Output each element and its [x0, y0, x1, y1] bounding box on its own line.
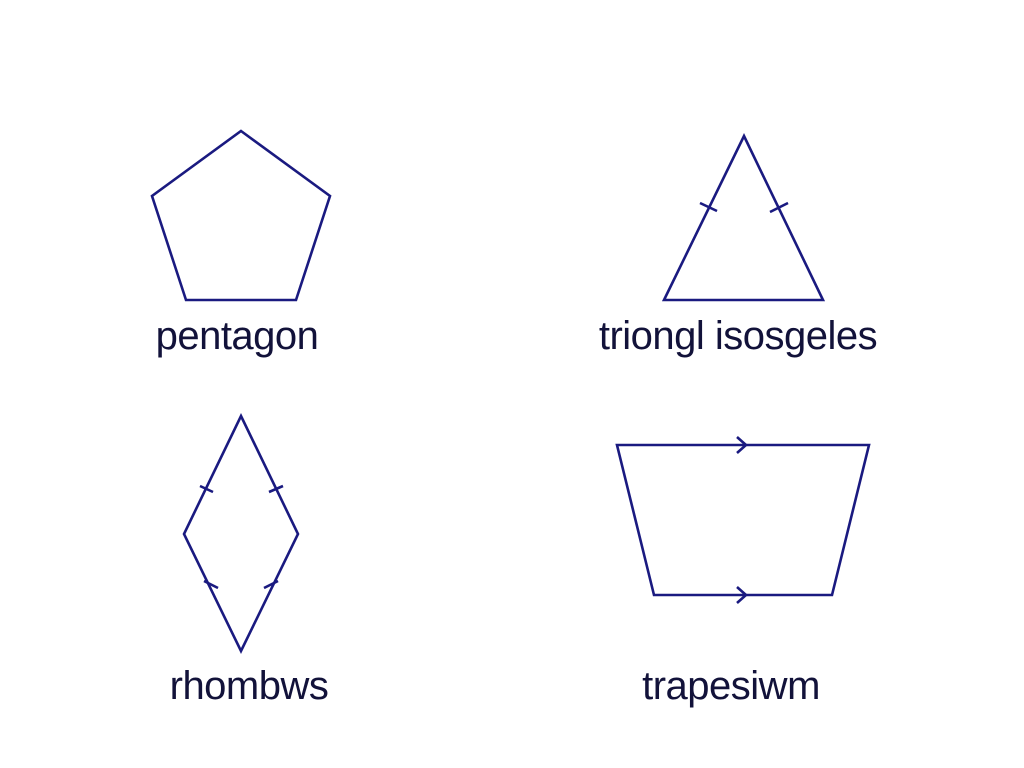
- rhombus-lower-right-tick-mark: [263, 579, 279, 590]
- triangle-right-tick-mark: [769, 201, 789, 214]
- trapezium-bottom-parallel-arrow: [736, 586, 748, 604]
- rhombus-upper-left-tick-mark: [199, 484, 214, 494]
- isosceles-triangle-shape: [661, 133, 826, 302]
- pentagon-shape: [150, 129, 332, 302]
- rhombus-upper-right-tick-mark: [268, 484, 284, 494]
- trapezium-label: trapesiwm: [642, 664, 820, 708]
- pentagon-label: pentagon: [155, 314, 319, 358]
- trapezium-top-parallel-arrow: [736, 436, 748, 454]
- triangle-left-tick-mark: [699, 201, 718, 213]
- rhombus-shape: [182, 413, 300, 654]
- rhombus-lower-left-tick-mark: [203, 579, 219, 590]
- trapezium-shape: [615, 443, 871, 597]
- isosceles-triangle-label: triongl isosgeles: [598, 314, 878, 358]
- rhombus-label: rhombws: [169, 664, 329, 708]
